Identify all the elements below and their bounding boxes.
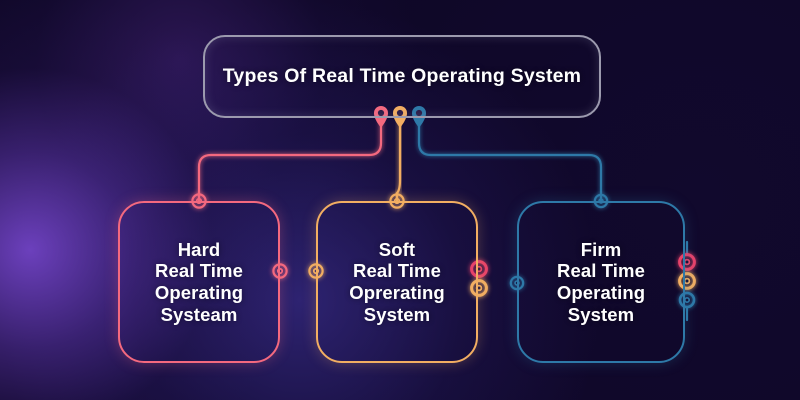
branch-node-hard[interactable]: Hard Real Time Operating Systeam xyxy=(118,201,280,363)
root-node-title-box[interactable]: Types Of Real Time Operating System xyxy=(203,35,601,118)
branch-label-hard: Hard Real Time Operating Systeam xyxy=(154,238,244,325)
branch-label-firm: Firm Real Time Operating System xyxy=(556,238,646,325)
page-title: Types Of Real Time Operating System xyxy=(222,65,582,88)
ring-firm-right-stack xyxy=(678,240,696,322)
ring-hard-right xyxy=(272,263,288,279)
connector-path-firm xyxy=(417,120,603,203)
branch-node-firm[interactable]: Firm Real Time Operating System xyxy=(517,201,685,363)
branch-label-soft: Soft Real Time Oprerating System xyxy=(349,238,445,325)
connector-path-soft xyxy=(395,120,402,203)
connector-path-hard xyxy=(197,120,383,203)
ring-soft-left xyxy=(308,263,324,279)
branch-node-soft[interactable]: Soft Real Time Oprerating System xyxy=(316,201,478,363)
